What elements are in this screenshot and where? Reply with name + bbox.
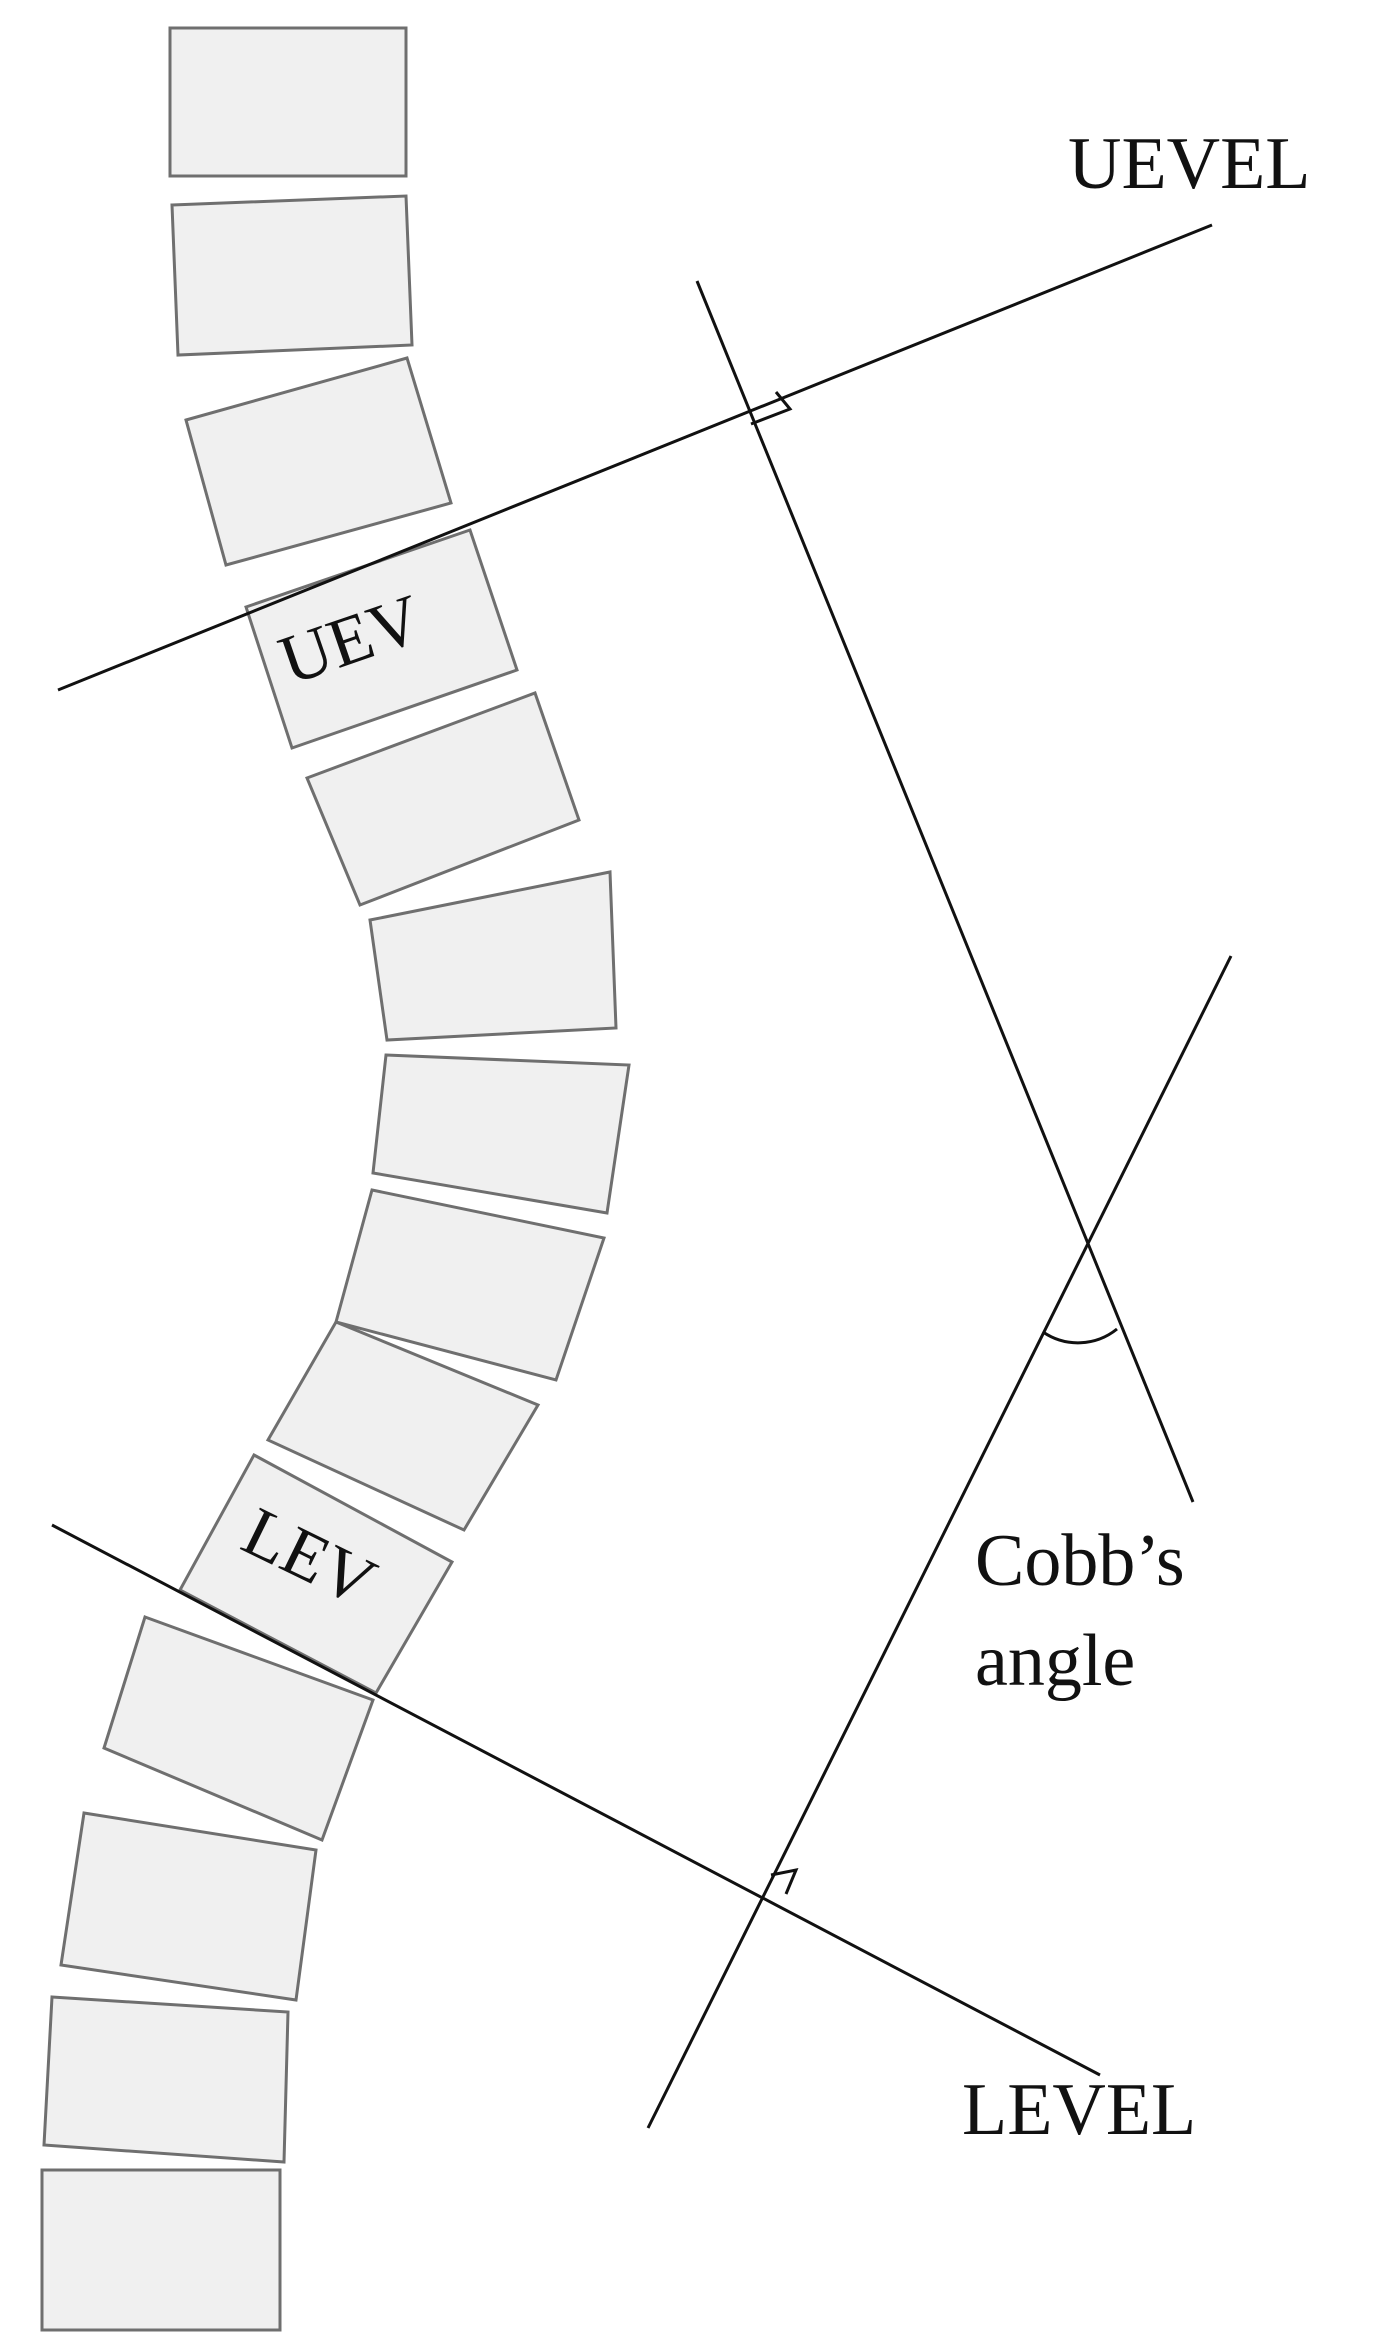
vertebra-12 bbox=[59, 1811, 318, 2002]
vertebra-8 bbox=[334, 1188, 606, 1382]
vertebra-11 bbox=[102, 1615, 375, 1842]
cobb-angle-arc bbox=[1042, 1327, 1118, 1345]
upper-perpendicular-line bbox=[695, 280, 1195, 1503]
level-line bbox=[51, 1523, 1101, 2077]
uevel-line bbox=[57, 223, 1213, 692]
vertebra-13 bbox=[42, 1995, 290, 2164]
vertebra-5 bbox=[305, 691, 581, 907]
vertebra-9 bbox=[265, 1320, 541, 1532]
cobb-angle-label-line2: angle bbox=[975, 1620, 1135, 1702]
vertebra-lev bbox=[177, 1452, 455, 1695]
vertebra-7 bbox=[371, 1053, 631, 1215]
vertebra-6 bbox=[368, 870, 618, 1042]
uevel-label: UEVEL bbox=[1068, 123, 1311, 205]
cobb-angle-label-line1: Cobb’s bbox=[975, 1520, 1185, 1602]
level-label: LEVEL bbox=[962, 2069, 1196, 2151]
vertebra-3 bbox=[184, 356, 453, 567]
vertebra-1 bbox=[168, 26, 408, 178]
vertebra-14 bbox=[40, 2168, 282, 2332]
upper-right-angle-marker bbox=[750, 391, 793, 426]
vertebra-2 bbox=[170, 194, 414, 357]
spine bbox=[40, 26, 631, 2332]
lower-right-angle-marker bbox=[770, 1867, 799, 1895]
lower-perpendicular-line bbox=[646, 955, 1233, 2129]
